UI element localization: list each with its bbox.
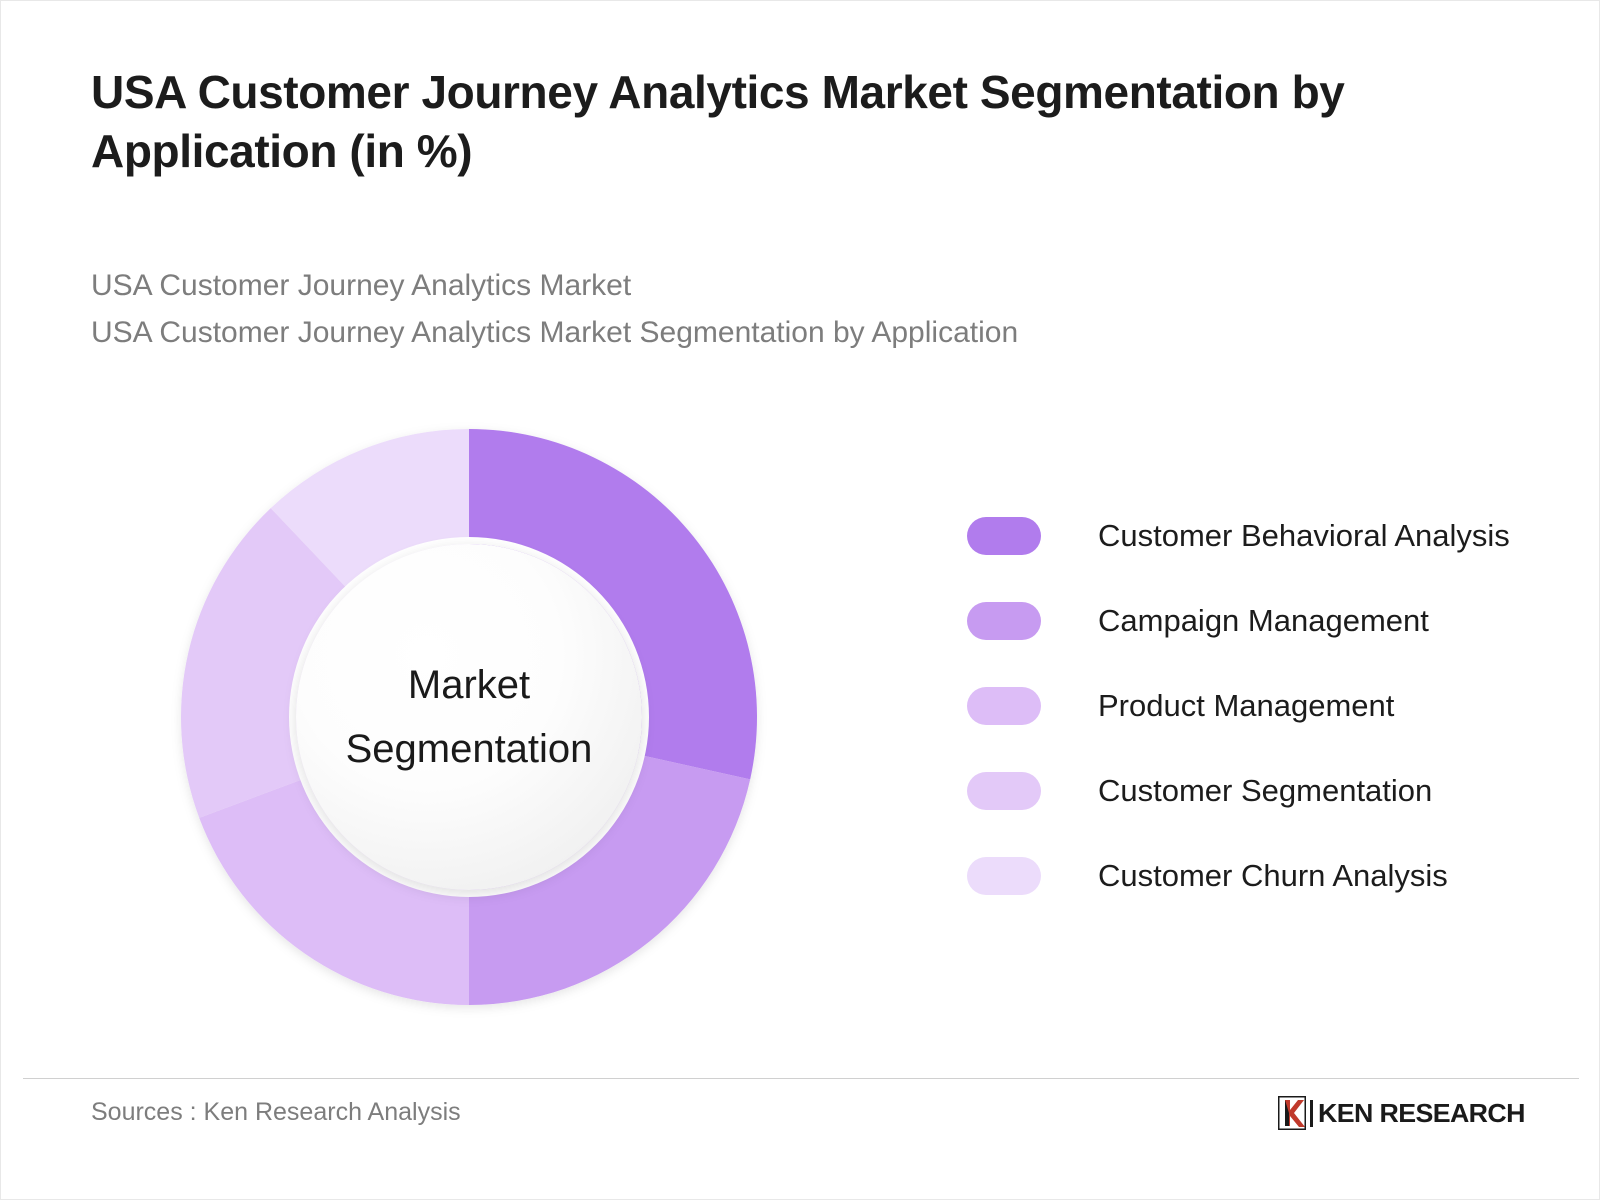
page-title: USA Customer Journey Analytics Market Se…	[91, 66, 1345, 177]
subtitle-line-1: USA Customer Journey Analytics Market	[91, 269, 632, 302]
legend-item[interactable]: Customer Churn Analysis	[967, 833, 1567, 918]
legend-item-label: Campaign Management	[1098, 602, 1429, 638]
brand-logo: KEN RESEARCH	[1278, 1095, 1526, 1131]
legend-swatch-icon	[967, 601, 1041, 640]
legend-swatch-icon	[967, 516, 1041, 555]
donut-chart: Customer Behavioral Analysis 28%Campaign…	[177, 425, 761, 1009]
legend-swatch-icon	[967, 686, 1041, 725]
footer-sources: Sources : Ken Research Analysis	[91, 1098, 461, 1126]
legend-item-label: Customer Segmentation	[1098, 772, 1433, 808]
donut-slice[interactable]: Customer Behavioral Analysis 28%	[469, 429, 758, 780]
brand-name: KEN RESEARCH	[1318, 1097, 1526, 1128]
donut-center-disc: Market Segmentation	[296, 544, 642, 890]
legend-swatch-icon	[967, 771, 1041, 810]
legend-item[interactable]: Customer Behavioral Analysis	[967, 493, 1567, 578]
donut-slice[interactable]: Customer Segmentation 19%	[181, 508, 351, 818]
donut-slice[interactable]: Product Management 19%	[199, 777, 469, 1005]
subtitle-line-2: USA Customer Journey Analytics Market Se…	[91, 315, 1019, 349]
footer-divider	[23, 1078, 1579, 1079]
legend-item-label: Customer Behavioral Analysis	[1098, 517, 1510, 553]
legend-item[interactable]: Customer Segmentation	[967, 748, 1567, 833]
donut-slice[interactable]: Campaign Management 22%	[469, 754, 751, 1005]
brand-separator	[1310, 1099, 1314, 1127]
legend-item-label: Product Management	[1098, 687, 1395, 723]
donut-center-label: Market Segmentation	[320, 653, 619, 781]
legend-item[interactable]: Campaign Management	[967, 578, 1567, 663]
legend-item-label: Customer Churn Analysis	[1098, 857, 1448, 893]
legend-swatch-icon	[967, 856, 1041, 895]
donut-center-label-line-1: Market	[407, 663, 531, 707]
donut-center-label-line-2: Segmentation	[345, 727, 593, 771]
subtitle-block: USA Customer Journey Analytics Market US…	[91, 263, 1391, 357]
legend-item[interactable]: Product Management	[967, 663, 1567, 748]
ken-research-k-mark-icon	[1278, 1096, 1307, 1130]
